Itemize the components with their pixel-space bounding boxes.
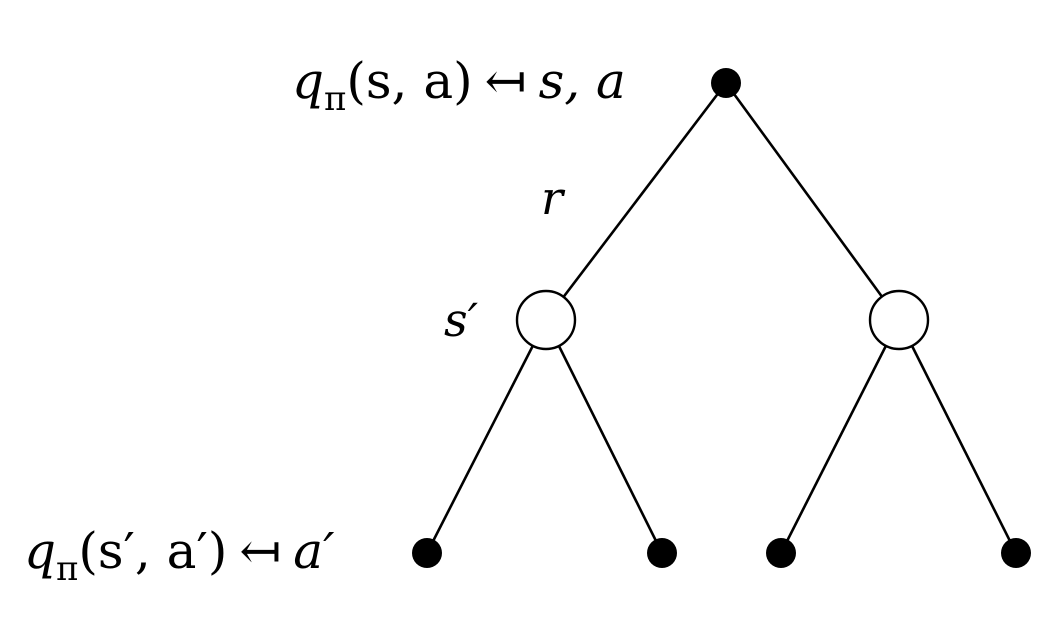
root-action-node: [711, 68, 741, 98]
edge-state-left-to-leaf-1: [425, 319, 548, 554]
edge-root-to-state-left: [544, 82, 728, 321]
leaf-q-args: (s′, a′): [78, 522, 227, 580]
reward-label: r: [541, 171, 566, 225]
state-node-left: [515, 289, 577, 351]
root-q-symbol: q: [292, 52, 324, 110]
root-q-subscript: π: [324, 79, 346, 119]
leaf-q-label: qπ(s′, a′)↤a′: [24, 522, 335, 589]
leaf-arrow: ↤: [239, 522, 281, 580]
edge-state-right-to-leaf-3: [779, 319, 901, 554]
nodes: [412, 68, 1031, 568]
leaf-q-symbol: q: [24, 522, 56, 580]
leaf-action-node-3: [766, 538, 796, 568]
state-node-right: [868, 289, 930, 351]
leaf-q-subscript: π: [56, 549, 78, 589]
root-q-args: (s, a): [346, 52, 472, 110]
leaf-action-node-1: [412, 538, 442, 568]
edge-root-to-state-right: [724, 82, 901, 321]
leaf-action-node-2: [647, 538, 677, 568]
edge-state-right-to-leaf-4: [897, 319, 1018, 554]
next-state-label: s′: [444, 293, 479, 347]
root-state-action: s, a: [539, 52, 626, 110]
edges: [425, 82, 1018, 554]
edge-state-left-to-leaf-2: [544, 319, 664, 554]
leaf-action: a′: [293, 522, 335, 580]
leaf-action-node-4: [1001, 538, 1031, 568]
root-q-label: qπ(s, a)↤s, a: [292, 52, 626, 119]
root-arrow: ↤: [485, 52, 527, 110]
